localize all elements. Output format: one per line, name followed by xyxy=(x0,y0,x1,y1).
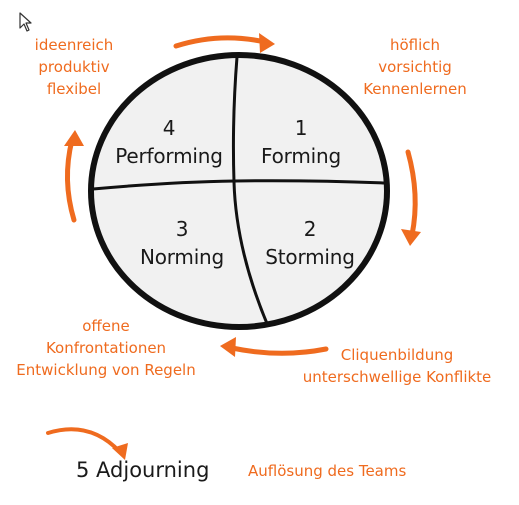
stage-name: Norming xyxy=(139,245,225,269)
stage-performing: 4 Performing xyxy=(104,114,234,170)
note-performing: ideenreich produktiv flexibel xyxy=(14,34,134,100)
stage-norming: 3 Norming xyxy=(128,215,236,271)
adjourning-title: 5 Adjourning xyxy=(76,458,210,482)
arrow-head xyxy=(112,443,128,460)
note-norming: offene Konfrontationen Entwicklung von R… xyxy=(6,315,206,381)
note-line: ideenreich xyxy=(34,36,114,54)
arrow-icon xyxy=(173,35,268,49)
arrow-head xyxy=(64,130,84,146)
arrow-head xyxy=(259,33,275,53)
note-line: Konfrontationen xyxy=(45,339,167,357)
arrow-head xyxy=(220,337,236,357)
stage-forming: 1 Forming xyxy=(246,114,356,170)
note-line: Cliquenbildung xyxy=(340,346,454,364)
stage-name: Storming xyxy=(265,245,355,269)
stage-name: Forming xyxy=(261,144,341,168)
arrow-icon xyxy=(405,149,418,238)
stage-number: 2 xyxy=(303,217,317,241)
arrow-icon xyxy=(229,345,329,356)
stage-number: 1 xyxy=(294,116,308,140)
stage-number: 3 xyxy=(175,217,189,241)
stage-name: Performing xyxy=(115,144,223,168)
note-line: unterschwellige Konflikte xyxy=(302,368,492,386)
stage-storming: 2 Storming xyxy=(252,215,368,271)
note-line: höflich xyxy=(389,36,441,54)
note-line: produktiv xyxy=(38,58,110,76)
stage-number: 4 xyxy=(162,116,176,140)
arrow-icon xyxy=(65,137,77,223)
circle-outline xyxy=(88,52,390,330)
arrow-head xyxy=(401,229,421,246)
note-line: offene xyxy=(82,317,130,335)
adjourning-note: Auflösung des Teams xyxy=(248,462,407,480)
note-line: Kennenlernen xyxy=(363,80,467,98)
note-line: flexibel xyxy=(46,80,102,98)
note-line: vorsichtig xyxy=(378,58,452,76)
note-line: Entwicklung von Regeln xyxy=(16,361,196,379)
arrow-icon xyxy=(46,427,122,454)
cursor-icon xyxy=(19,12,32,32)
note-storming: Cliquenbildung unterschwellige Konflikte xyxy=(286,344,508,388)
vertical-divider xyxy=(231,56,270,327)
note-forming: höflich vorsichtig Kennenlernen xyxy=(350,34,480,100)
